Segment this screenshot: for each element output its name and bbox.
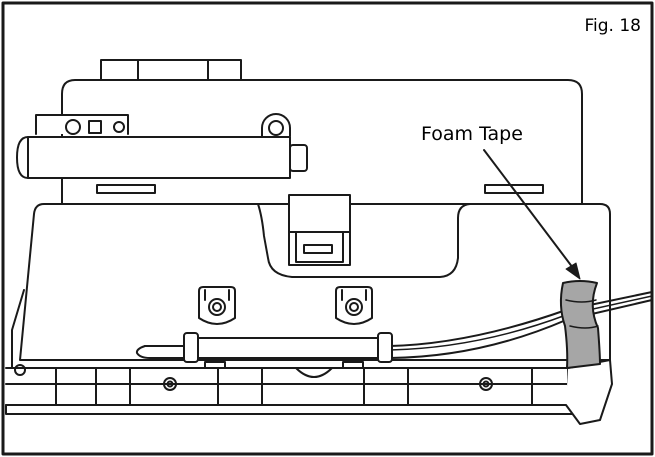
rail-screw-left <box>163 377 177 391</box>
bracket-square-hole <box>88 120 102 134</box>
cylinder <box>16 136 291 179</box>
cable-bundle <box>135 291 653 369</box>
chassis-recess <box>257 203 471 278</box>
cable-sleeve <box>189 337 387 359</box>
rail-end <box>565 359 613 425</box>
left-edge <box>11 289 25 369</box>
latch-slot <box>303 244 333 254</box>
figure-number: Fig. 18 <box>584 16 642 36</box>
bracket-small-hole <box>113 121 125 133</box>
callout-arrowhead <box>565 262 581 280</box>
bracket-hole <box>65 119 81 135</box>
upper-slot-left <box>96 184 156 194</box>
left-bracket <box>35 114 129 135</box>
cylinder-cap <box>289 144 308 172</box>
rail-hole-left <box>14 364 26 376</box>
ring-tab <box>261 113 291 137</box>
upper-slot-right <box>484 184 544 194</box>
rail-screw-right <box>479 377 493 391</box>
foam-tape <box>559 280 601 369</box>
rail-notch <box>295 367 333 378</box>
callout-arrow <box>483 149 574 269</box>
ring-tab-hole <box>268 120 284 136</box>
cable-clip-left <box>198 286 236 325</box>
foam-tape-label: Foam Tape <box>421 123 523 145</box>
cable-clip-right <box>335 286 373 325</box>
latch <box>288 194 351 266</box>
